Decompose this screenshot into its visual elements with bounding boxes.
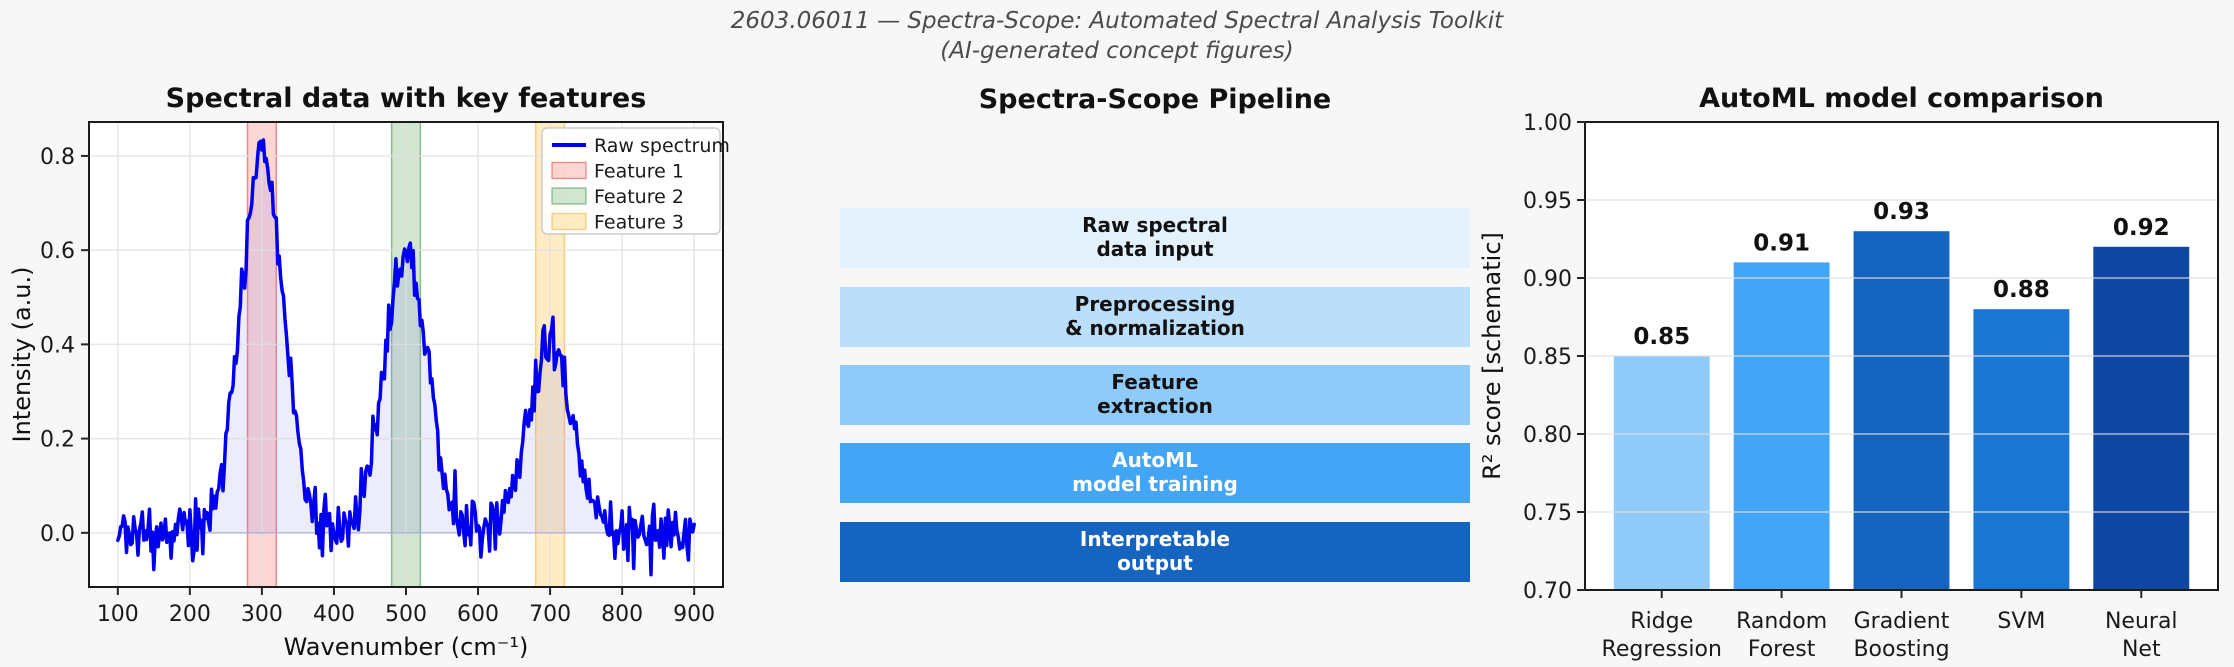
y-tick-label: 0.70 [1523, 579, 1572, 604]
x-tick-label: 300 [241, 602, 283, 627]
x-tick-label: 500 [385, 602, 427, 627]
bar [1613, 356, 1710, 590]
bar [2093, 246, 2190, 591]
y-tick-label: 0.80 [1523, 423, 1572, 448]
x-tick-label: 700 [529, 602, 571, 627]
x-tick-label-line: SVM [1997, 609, 2045, 634]
pipeline-step-preprocessing: Preprocessing & normalization [840, 287, 1470, 347]
pipeline-step-interpretable-output: Interpretable output [840, 522, 1470, 582]
bar-value-label: 0.92 [2113, 215, 2170, 241]
x-tick-label-line: Random [1736, 609, 1827, 634]
legend-label: Raw spectrum [594, 135, 730, 157]
y-tick-label: 0.85 [1523, 345, 1572, 370]
y-tick-label: 1.00 [1523, 111, 1572, 136]
legend-patch-swatch [551, 161, 587, 180]
x-tick-label: 900 [673, 602, 715, 627]
y-tick-label: 0.8 [40, 145, 75, 170]
x-tick-label: 200 [169, 602, 211, 627]
x-axis-label: Wavenumber (cm⁻¹) [284, 633, 529, 661]
bar [1973, 309, 2070, 590]
chart-title: AutoML model comparison [1699, 83, 2104, 114]
spectrum-line [116, 138, 696, 577]
bar-value-label: 0.91 [1753, 230, 1810, 256]
pipeline-step-raw-input: Raw spectral data input [840, 208, 1470, 268]
x-tick-label-line: Regression [1602, 637, 1722, 662]
bar-value-label: 0.93 [1873, 199, 1930, 225]
y-tick-label: 0.75 [1523, 501, 1572, 526]
chart-title: Spectral data with key features [166, 83, 647, 114]
x-tick-label: 800 [601, 602, 643, 627]
x-tick-label: SVM [1997, 609, 2045, 634]
y-axis-label: R² score [schematic] [1478, 232, 1506, 480]
legend-box [541, 127, 721, 235]
bar [1853, 231, 1950, 590]
legend-label: Feature 2 [594, 186, 684, 208]
legend-label: Feature 1 [594, 161, 684, 183]
spectral-chart: 100 200 300 400 500 600 700 800 900 0.0 0.2 0.4 0.6 0… [8, 83, 730, 661]
x-tick-label-line: Ridge [1630, 609, 1693, 634]
x-tick-label-line: Neural [2105, 609, 2178, 634]
y-tick-label: 0.95 [1523, 189, 1572, 214]
x-tick-label-line: Boosting [1853, 637, 1949, 662]
x-tick-label-line: Net [2122, 637, 2161, 662]
legend-label: Feature 3 [594, 212, 684, 234]
legend-patch-swatch [551, 187, 587, 205]
x-tick-label-line: Gradient [1854, 609, 1950, 634]
x-tick-label-line: Forest [1748, 637, 1816, 662]
legend-patch-swatch [551, 212, 587, 231]
bar [1733, 262, 1830, 590]
y-axis-label: Intensity (a.u.) [8, 267, 36, 443]
x-tick-label: 400 [313, 602, 355, 627]
automl-bar-chart: 0.85 0.91 0.93 0.88 0.92 0.70 0.75 0.80 0.85 0.90… [1478, 83, 2219, 662]
bar-value-label: 0.85 [1633, 324, 1690, 350]
pipeline-step-feature-extraction: Feature extraction [840, 365, 1470, 425]
y-tick-label: 0.90 [1523, 267, 1572, 292]
figure-suptitle: 2603.06011 — Spectra-Scope: Automated Sp… [730, 8, 1504, 65]
y-tick-label: 0.2 [40, 428, 75, 453]
y-tick-label: 0.4 [40, 333, 75, 358]
pipeline-title: Spectra-Scope Pipeline [978, 84, 1332, 115]
pipeline-step-automl-training: AutoML model training [840, 443, 1470, 503]
y-tick-label: 0.0 [40, 522, 75, 547]
x-tick-label: 600 [457, 602, 499, 627]
y-tick-label: 0.6 [40, 239, 75, 264]
x-tick-label: 100 [97, 602, 139, 627]
bar-value-label: 0.88 [1993, 277, 2050, 303]
